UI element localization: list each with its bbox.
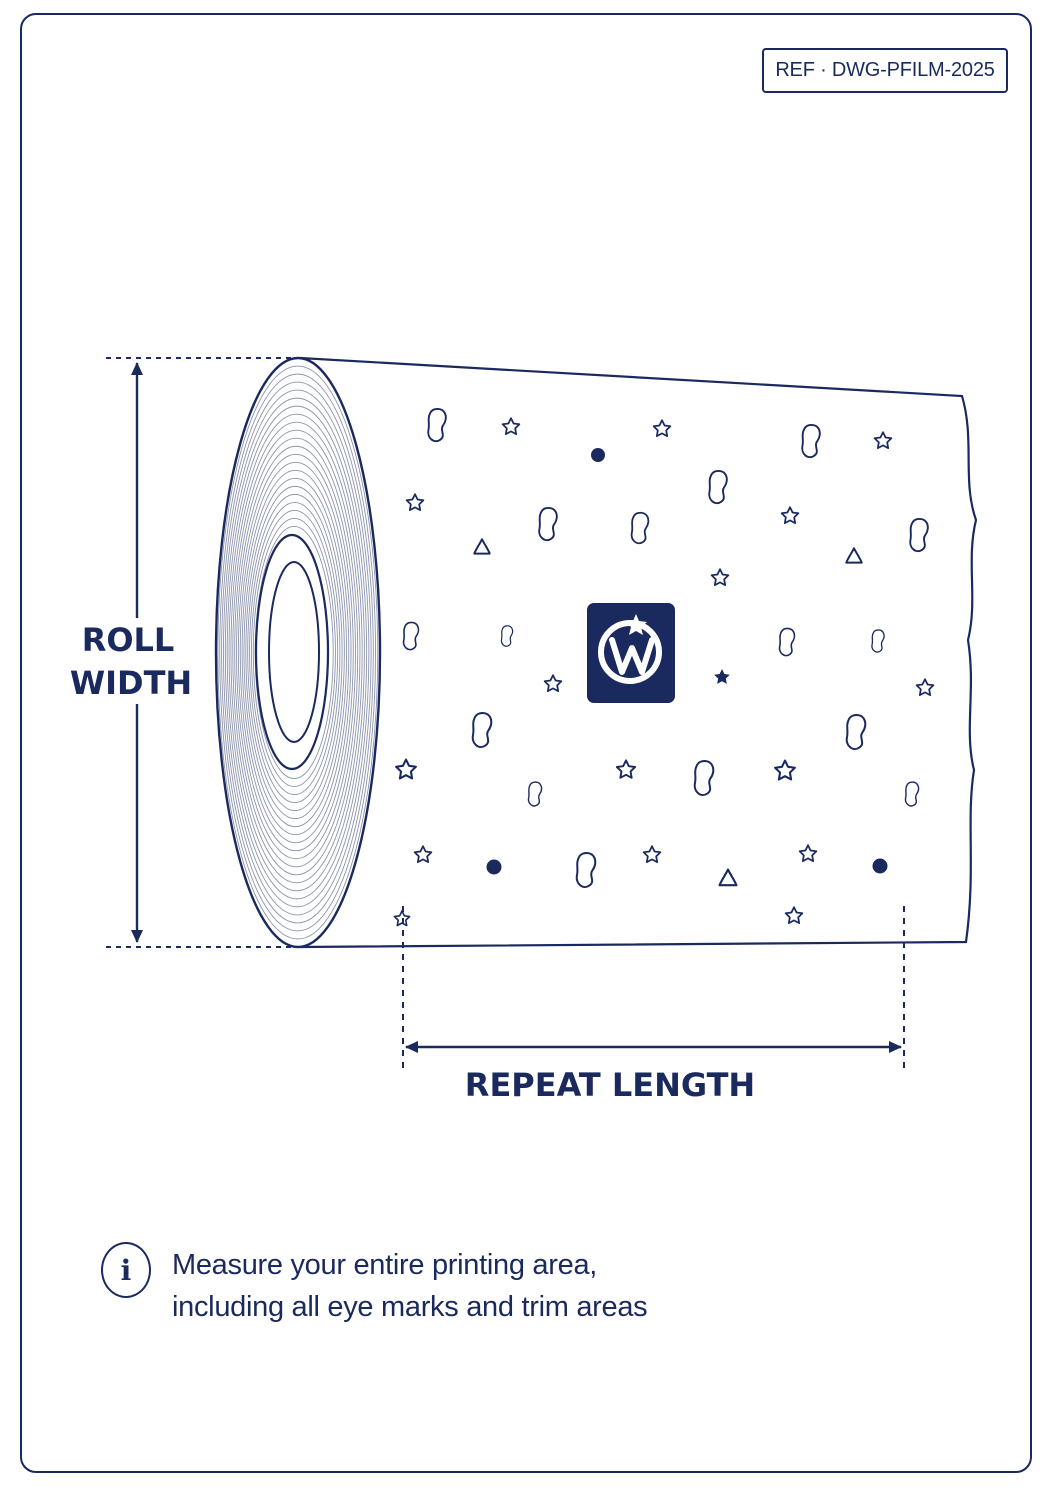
dot-shape	[486, 859, 502, 875]
roll-layer-ring	[236, 445, 356, 860]
roll-layer-ring	[247, 493, 343, 812]
roll-layer-ring	[252, 518, 336, 787]
note-line-1: Measure your entire printing area,	[172, 1249, 598, 1281]
roll-width-dimension: ROLL WIDTH	[70, 357, 300, 948]
measurement-note: Measure your entire printing area, inclu…	[172, 1244, 872, 1328]
roll-layer-ring	[217, 365, 379, 940]
repeat-length-dimension: REPEAT LENGTH	[402, 906, 905, 1104]
dot-shape	[591, 448, 605, 462]
brand-logo-icon	[587, 603, 675, 703]
filled-star-shape	[714, 669, 730, 684]
note-line-2: including all eye marks and trim areas	[172, 1291, 648, 1323]
roll-layer-ring	[249, 501, 341, 804]
drawing-frame	[20, 13, 1032, 1473]
roll-layer-ring	[250, 509, 339, 796]
dot-shape	[872, 858, 888, 874]
info-icon: i	[101, 1242, 151, 1298]
roll-layer-ring	[245, 485, 345, 820]
roll-layer-ring	[221, 381, 374, 924]
roll-core-inner	[268, 561, 320, 743]
roll-layer-ring	[226, 405, 368, 900]
roll-layer-ring	[243, 477, 348, 828]
film-pattern	[393, 407, 935, 927]
roll-layer-ring	[228, 413, 365, 892]
roll-width-label-line2: WIDTH	[70, 664, 192, 702]
roll-layer-ring	[223, 389, 372, 916]
roll-layer-ring	[239, 461, 352, 844]
roll-layer-ring	[232, 429, 361, 876]
roll-layer-ring	[234, 437, 359, 868]
roll-layer-ring	[224, 397, 370, 908]
reference-badge: REF · DWG-PFILM-2025	[762, 48, 1008, 93]
roll-width-label-line1: ROLL	[82, 621, 175, 659]
roll-layer-ring	[219, 373, 376, 932]
roll-layer-ring	[237, 453, 354, 852]
roll-layer-ring	[230, 421, 363, 884]
roll-layer-ring	[241, 469, 350, 836]
repeat-length-label: REPEAT LENGTH	[465, 1066, 755, 1104]
